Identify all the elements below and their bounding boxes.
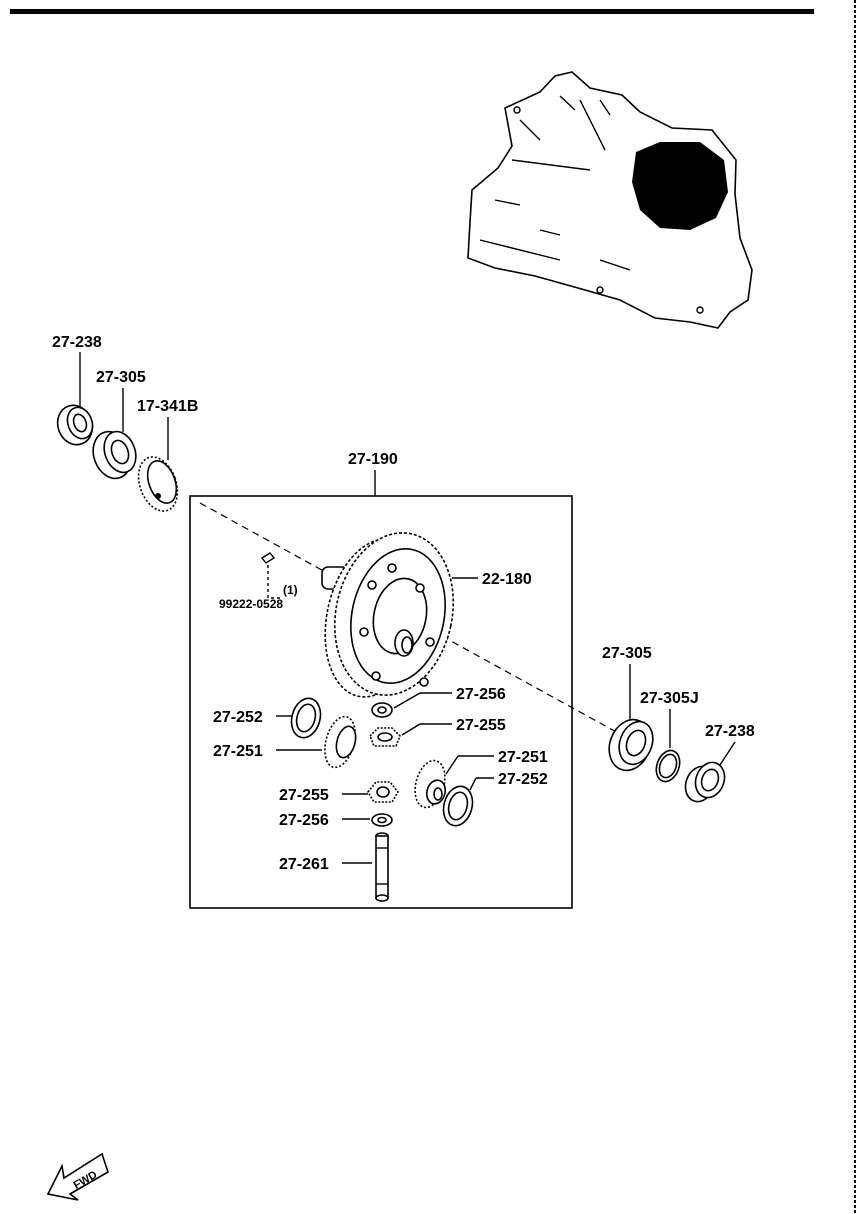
pin-icon bbox=[260, 552, 280, 599]
label-27-251-right: 27-251 bbox=[498, 749, 548, 766]
label-99222-0528: 99222-0528 bbox=[219, 597, 283, 611]
label-17-341B: 17-341B bbox=[137, 398, 198, 415]
label-27-238-left: 27-238 bbox=[52, 334, 102, 351]
label-27-305-right: 27-305 bbox=[602, 645, 652, 662]
label-27-305J: 27-305J bbox=[640, 690, 699, 707]
shim-icon bbox=[655, 749, 681, 783]
label-pin-qty: (1) bbox=[283, 583, 298, 597]
bearing-left-icon bbox=[56, 404, 94, 446]
race-right-icon bbox=[608, 718, 654, 772]
label-27-256-bottom: 27-256 bbox=[279, 812, 329, 829]
label-27-261: 27-261 bbox=[279, 856, 329, 873]
label-27-190: 27-190 bbox=[348, 451, 398, 468]
label-27-252-right: 27-252 bbox=[498, 771, 548, 788]
pinion-shaft-icon bbox=[375, 832, 389, 902]
label-27-305-left: 27-305 bbox=[96, 369, 146, 386]
assembly-box bbox=[189, 495, 573, 909]
pinion-top-icon bbox=[369, 727, 401, 747]
side-gear-right-icon bbox=[414, 759, 447, 809]
transaxle-case-icon bbox=[467, 71, 753, 329]
race-left-icon bbox=[92, 430, 137, 480]
differential-highlight bbox=[632, 142, 728, 230]
fwd-arrow-icon: FWD bbox=[46, 1152, 109, 1201]
bearing-right-icon bbox=[684, 761, 726, 803]
top-rule bbox=[10, 9, 814, 14]
pinion-bottom-icon bbox=[367, 781, 399, 803]
label-22-180: 22-180 bbox=[482, 571, 532, 588]
side-gear-left-icon bbox=[324, 715, 357, 769]
label-27-255-top: 27-255 bbox=[456, 717, 506, 734]
pinion-washer-bottom-icon bbox=[371, 813, 393, 827]
label-27-238-right: 27-238 bbox=[705, 723, 755, 740]
label-27-256-top: 27-256 bbox=[456, 686, 506, 703]
label-27-255-bottom: 27-255 bbox=[279, 787, 329, 804]
speedometer-gear-icon bbox=[137, 456, 179, 512]
pinion-washer-top-icon bbox=[371, 702, 393, 718]
label-27-252-left: 27-252 bbox=[213, 709, 263, 726]
thrust-washer-left-icon bbox=[290, 697, 322, 739]
thrust-washer-right-icon bbox=[442, 785, 474, 827]
label-27-251-left: 27-251 bbox=[213, 743, 263, 760]
ring-gear-icon bbox=[321, 532, 455, 698]
